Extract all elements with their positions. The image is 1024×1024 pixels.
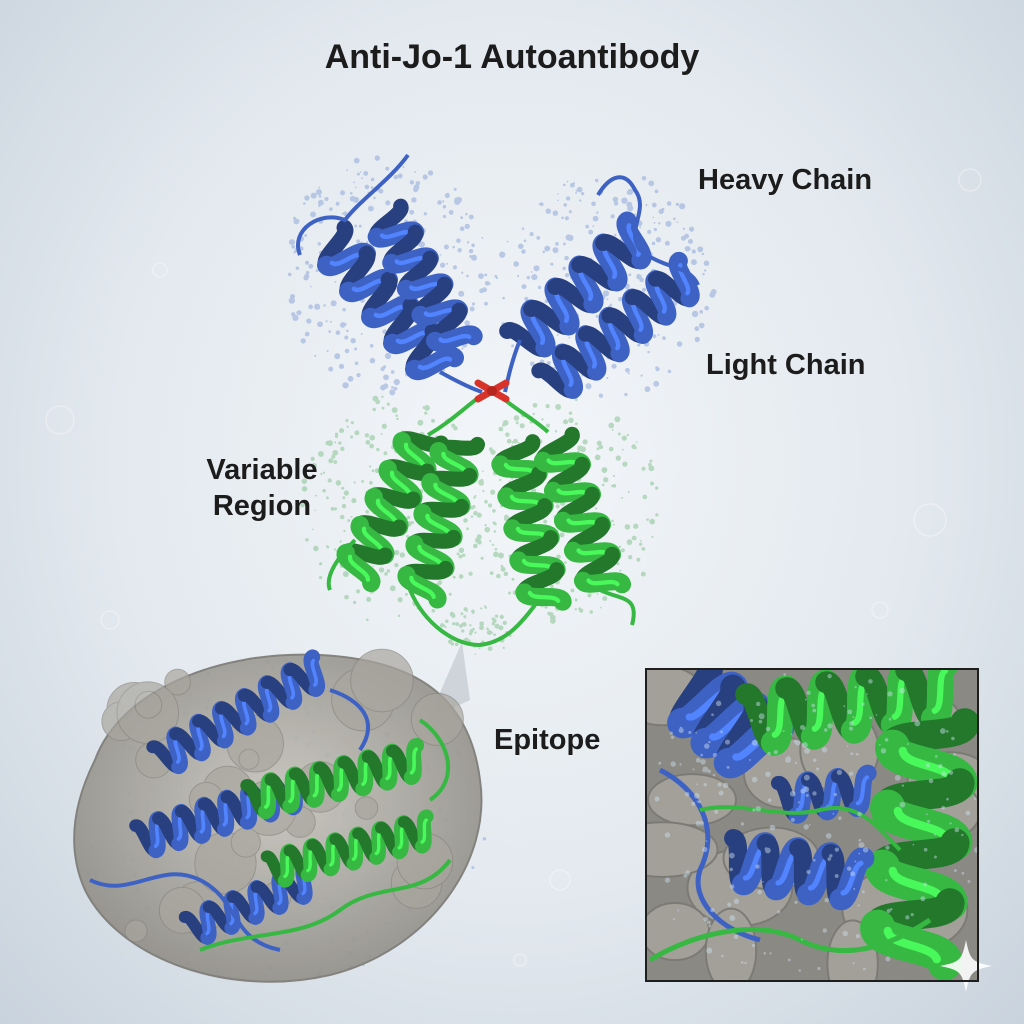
light-chain-arms (336, 426, 632, 611)
heavy-chain-helix (531, 251, 700, 399)
page-title: Anti-Jo-1 Autoantibody (324, 38, 700, 76)
heavy-chain-arms (316, 198, 700, 399)
variable-region-label-line2: Region (212, 490, 312, 523)
heavy-chain-linker-left (439, 370, 483, 394)
light-chain-linker-left (426, 396, 480, 437)
background-bubbles (45, 168, 982, 967)
heavy-chain-loop-left (296, 153, 410, 256)
light-chain-tail-left (326, 538, 357, 591)
light-chain-linker-right (503, 398, 550, 434)
variable-region-label-line1: Variable (206, 454, 318, 486)
inset-light-helix (735, 669, 960, 756)
light-chain-label: Light Chain (706, 349, 866, 381)
antigen-light-helix (260, 809, 434, 888)
sparkle-icon (940, 940, 992, 992)
light-chain-helix (336, 431, 449, 593)
light-chain-bottom-loop (408, 589, 537, 648)
antigen-light-helix (240, 737, 425, 820)
variable-region-label: Variable Region (197, 452, 327, 525)
heavy-chain-helix (367, 198, 483, 352)
light-chain-helix (397, 436, 485, 609)
antibody (296, 153, 700, 648)
light-chain-helix (491, 434, 572, 611)
antigen-heavy-helix (146, 649, 325, 775)
antigen-complex (73, 648, 483, 983)
inset-heavy-helix (724, 829, 875, 911)
epitope-inset (646, 669, 978, 981)
inset-light-helix (860, 708, 978, 981)
light-chain-helix (533, 426, 632, 594)
heavy-chain-linker-right (503, 339, 522, 393)
epitope-label: Epitope (494, 724, 601, 756)
heavy-chain-loop-right (596, 175, 700, 286)
hinge-disulfide (474, 379, 510, 403)
heavy-chain-helix (316, 219, 465, 380)
light-chain-tail-right (599, 588, 636, 626)
heavy-chain-label: Heavy Chain (698, 164, 873, 196)
